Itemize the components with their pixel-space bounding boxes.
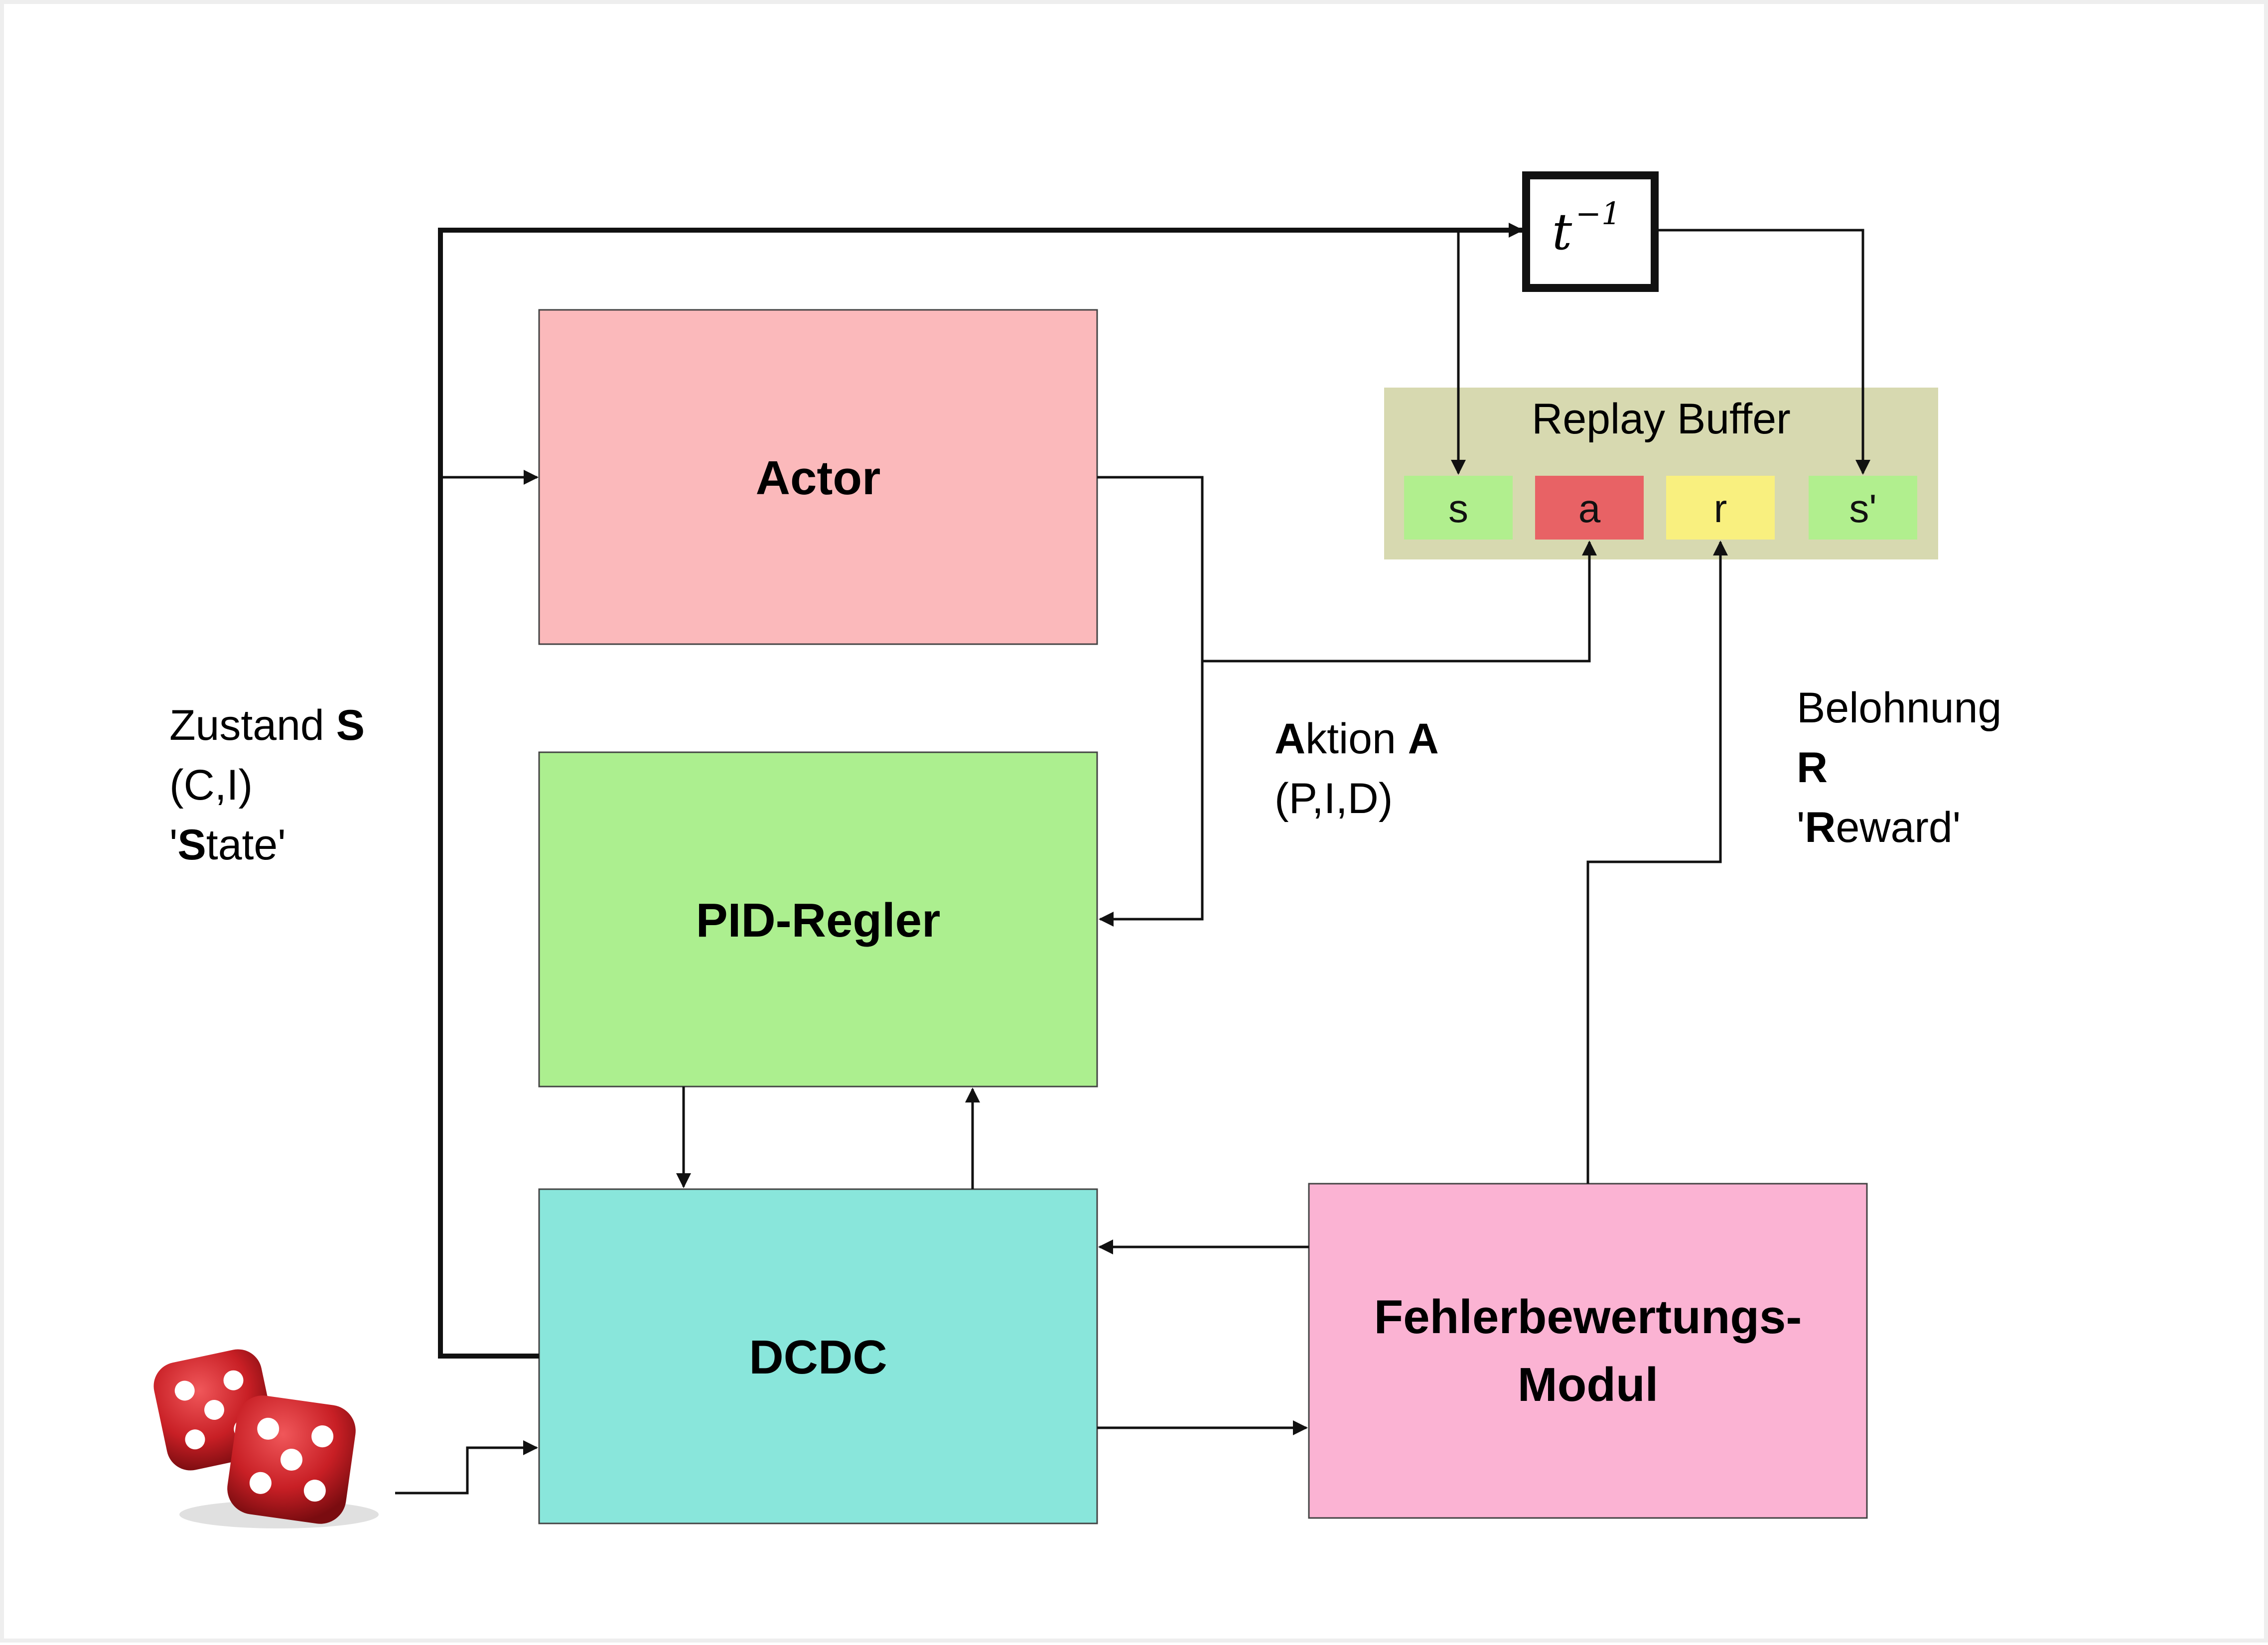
actor-to-pid-arrow: [1097, 476, 1204, 927]
replay-buffer: Replay Buffer s a r s': [1384, 388, 1938, 559]
reward-initial: R: [1805, 804, 1836, 851]
delay-box: [1522, 171, 1659, 292]
buffer-cell-a-label: a: [1578, 486, 1601, 531]
state-bus-line: [438, 228, 1524, 1359]
reward-label-line3: 'Reward': [1797, 804, 1961, 851]
pid-box: [538, 751, 1098, 1088]
buffer-cell-s-label: s: [1448, 486, 1468, 531]
buffer-cell-s-prime-label: s': [1849, 486, 1876, 531]
state-symbol: S: [336, 701, 365, 749]
state-word: Zustand: [169, 701, 336, 749]
state-label-line2: (C,I): [169, 761, 253, 809]
action-to-buffer-a-arrow: [1202, 541, 1597, 663]
reward-to-buffer-r-arrow: [1586, 541, 1728, 1184]
delay-base: t: [1552, 203, 1572, 261]
buffer-cell-r-label: r: [1714, 486, 1727, 531]
pid-label: PID-Regler: [696, 894, 941, 947]
reward-rest: eward': [1836, 804, 1961, 851]
error-module-label-line2: Modul: [1518, 1358, 1659, 1411]
action-symbol: A: [1408, 715, 1439, 763]
pid-block: PID-Regler: [538, 751, 1098, 1088]
die-front: [227, 1395, 356, 1524]
buffer-cell-s-prime: [1809, 476, 1917, 540]
state-rest: tate': [206, 821, 286, 869]
state-label: Zustand S (C,I) 'State': [169, 701, 365, 869]
disturbance-arrow: [395, 1440, 538, 1495]
dcdc-block: DCDC: [538, 1188, 1098, 1524]
replay-buffer-title: Replay Buffer: [1532, 395, 1791, 443]
action-label-line2: (P,I,D): [1275, 775, 1393, 822]
connectors: [395, 223, 1870, 1495]
state-quote-open: ': [169, 821, 177, 869]
reward-label-line2: R: [1797, 744, 1828, 792]
action-label: Aktion A (P,I,D): [1275, 715, 1439, 822]
actor-box: [538, 309, 1098, 645]
action-label-line1: Aktion A: [1275, 715, 1439, 763]
dcdc-box: [538, 1188, 1098, 1524]
buffer-cell-s: [1404, 476, 1513, 540]
dice-icon: [153, 1349, 379, 1528]
state-initial: S: [177, 821, 206, 869]
error-module-box: [1308, 1183, 1868, 1519]
state-label-line1: Zustand S: [169, 701, 365, 749]
dcdc-label: DCDC: [749, 1331, 887, 1384]
delay-to-buffer-sprime-arrow: [1655, 229, 1870, 475]
reward-label: Belohnung R 'Reward': [1797, 684, 2001, 851]
actor-block: Actor: [538, 309, 1098, 645]
buffer-cell-a: [1535, 476, 1644, 540]
error-module-block: Fehlerbewertungs- Modul: [1308, 1183, 1868, 1519]
action-initial: A: [1275, 715, 1305, 763]
reward-label-line1: Belohnung: [1797, 684, 2001, 732]
state-label-line3: 'State': [169, 821, 286, 869]
reward-quote-open: ': [1797, 804, 1805, 851]
buffer-cell-r: [1666, 476, 1775, 540]
delay-block: t −1: [1522, 171, 1659, 292]
action-word: ktion: [1305, 715, 1408, 763]
error-module-label-line1: Fehlerbewertungs-: [1374, 1290, 1802, 1344]
delay-exponent: −1: [1575, 195, 1621, 232]
actor-label: Actor: [756, 451, 881, 505]
